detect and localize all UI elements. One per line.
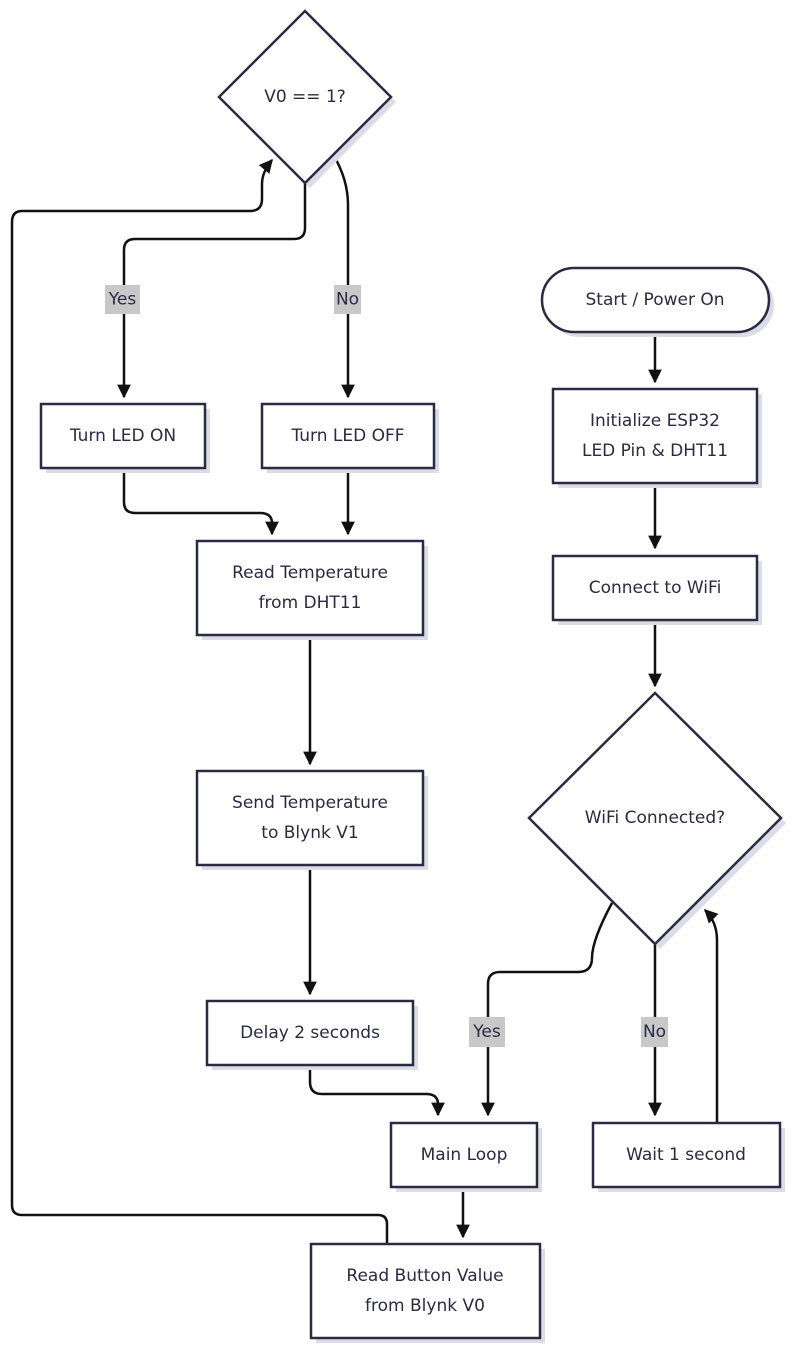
process-send-temp: Send Temperature to Blynk V1: [195, 769, 428, 870]
edge-label-v0-yes-text: Yes: [108, 290, 137, 310]
process-send-temp-line1: Send Temperature: [232, 793, 388, 813]
process-connect-wifi-label: Connect to WiFi: [589, 578, 722, 598]
nodes: V0 == 1? Turn LED ON Turn LED OFF Read T…: [39, 9, 786, 1343]
process-init: Initialize ESP32 LED Pin & DHT11: [551, 387, 762, 488]
process-send-temp-line2: to Blynk V1: [261, 823, 358, 843]
edge-led-on-to-read-temp: [122, 470, 279, 536]
edge-label-v0-no: No: [334, 285, 361, 314]
edge-label-v0-no-text: No: [336, 290, 359, 310]
edge-delay-to-main-loop: [308, 1067, 445, 1117]
process-main-loop: Main Loop: [389, 1121, 542, 1192]
edge-label-wifi-yes: Yes: [469, 1017, 505, 1047]
edge-wifi-yes-to-main-loop: [481, 902, 614, 1117]
process-read-button: Read Button Value from Blynk V0: [309, 1242, 545, 1343]
process-read-button-line1: Read Button Value: [346, 1266, 503, 1286]
edge-v0-no-to-led-off: [332, 155, 355, 399]
process-wait-label: Wait 1 second: [626, 1145, 746, 1165]
edge-label-v0-yes: Yes: [105, 285, 140, 314]
process-led-off: Turn LED OFF: [260, 402, 439, 473]
process-init-line1: Initialize ESP32: [590, 411, 720, 431]
edge-label-wifi-no-text: No: [643, 1022, 666, 1042]
edge-wait-to-wifi-check: [704, 909, 719, 1122]
process-read-temp: Read Temperature from DHT11: [195, 539, 428, 640]
process-led-off-label: Turn LED OFF: [290, 426, 404, 446]
process-read-button-line2: from Blynk V0: [365, 1296, 485, 1316]
process-delay: Delay 2 seconds: [205, 999, 418, 1070]
edge-label-wifi-yes-text: Yes: [472, 1022, 501, 1042]
decision-v0-check-label: V0 == 1?: [264, 87, 346, 107]
terminal-start-label: Start / Power On: [585, 290, 724, 310]
edges: [10, 155, 719, 1244]
process-read-temp-line2: from DHT11: [259, 593, 362, 613]
process-wait: Wait 1 second: [591, 1121, 785, 1192]
edge-v0-yes-to-led-on: [117, 182, 307, 399]
process-connect-wifi: Connect to WiFi: [551, 554, 762, 625]
process-led-on-label: Turn LED ON: [69, 426, 176, 446]
process-init-line2: LED Pin & DHT11: [582, 441, 728, 461]
decision-v0-check: V0 == 1?: [217, 9, 396, 188]
edge-label-wifi-no: No: [641, 1017, 668, 1047]
decision-wifi-check: WiFi Connected?: [527, 691, 786, 949]
edge-read-button-to-v0-check: [10, 158, 389, 1244]
terminal-start: Start / Power On: [540, 266, 774, 337]
process-read-temp-line1: Read Temperature: [232, 563, 388, 583]
process-main-loop-label: Main Loop: [421, 1145, 508, 1165]
process-delay-label: Delay 2 seconds: [240, 1023, 380, 1043]
decision-wifi-check-label: WiFi Connected?: [585, 808, 725, 828]
process-led-on: Turn LED ON: [39, 402, 210, 473]
edge-labels: Yes No Yes No: [105, 285, 668, 1047]
